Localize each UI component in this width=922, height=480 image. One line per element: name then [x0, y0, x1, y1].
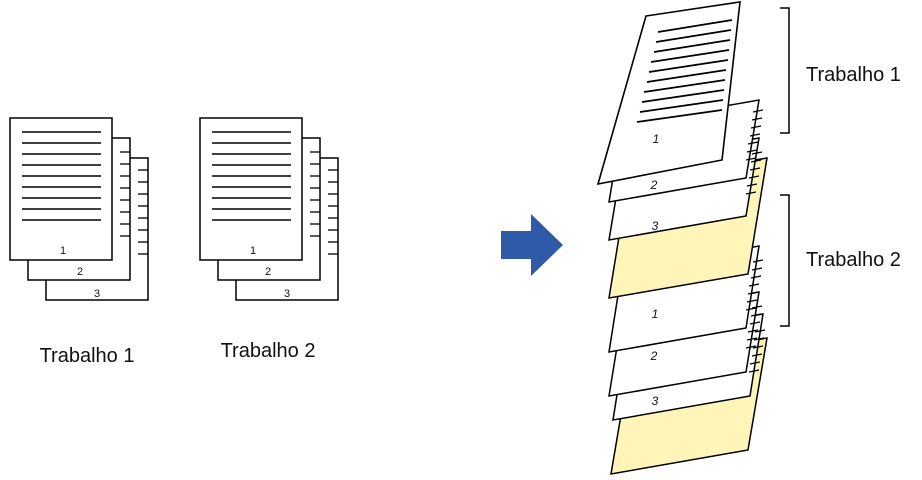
job-2-bracket-label: Trabalho 2 — [806, 249, 901, 271]
job-2-caption: Trabalho 2 — [221, 340, 316, 362]
job-1-page-3-number: 3 — [94, 288, 100, 300]
job-2-stack: 3 2 1 — [199, 117, 339, 301]
output-job-2-page-2-number: 2 — [650, 349, 658, 363]
output-job-1-page-2-number: 2 — [650, 178, 658, 192]
output-job-2-page-3-number: 3 — [652, 394, 659, 408]
job-2-page-1-number: 1 — [250, 245, 256, 257]
job-2-page-1: 1 — [199, 117, 303, 261]
job-1-page-1-number: 1 — [60, 245, 66, 257]
job-1-page-1: 1 — [9, 117, 113, 261]
job-1-stack: 3 2 1 — [9, 117, 149, 301]
job-1-bracket — [780, 7, 790, 134]
job-1-page-2-number: 2 — [77, 266, 83, 278]
job-1-bracket-label: Trabalho 1 — [806, 64, 901, 86]
output-job-2-page-1-number: 1 — [652, 307, 659, 321]
job-2-page-2-number: 2 — [265, 266, 271, 278]
job-2-page-3-number: 3 — [284, 288, 290, 300]
right-arrow-icon — [501, 214, 563, 276]
output-job-1-page-1: 1 — [596, 1, 741, 186]
output-job-1-page-1-number: 1 — [653, 132, 660, 146]
output-job-1-page-3-number: 3 — [652, 219, 659, 233]
job-2-bracket — [780, 194, 790, 327]
job-1-caption: Trabalho 1 — [40, 345, 135, 367]
